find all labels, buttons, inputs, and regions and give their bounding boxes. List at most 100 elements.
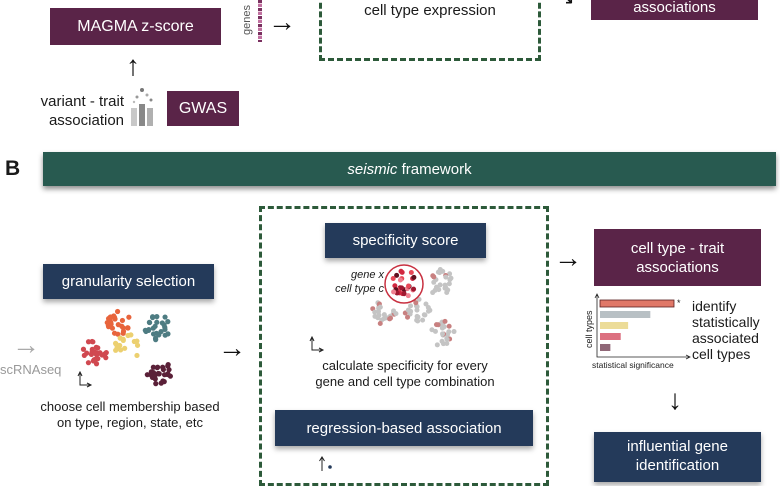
cluster-point-maroon [161,372,168,378]
regression-association-box: regression-based association [275,410,533,446]
cluster-point-red [88,351,95,358]
grey-cell-point [436,287,442,293]
cluster-point-maroon [167,373,173,379]
significance-bar [600,322,629,329]
cluster-point-teal [156,332,162,338]
cluster-point-teal [153,337,159,343]
panel-letter-b: B [5,157,21,180]
scrnaseq-arrow-icon: → [12,329,40,360]
grey-cell-point [405,314,411,320]
grey-cell-point [439,325,445,331]
celltype-c-label: cell type c [335,283,384,295]
cluster-point-orange [109,325,116,331]
grey-cell-point [387,316,393,322]
seismic-framework-banner: seismic framework [43,152,776,186]
identify-line-4: cell types [692,346,751,362]
granularity-selection-box: granularity selection [43,264,214,299]
cluster-point-orange [119,317,126,324]
grey-cell-point [372,309,378,315]
cluster-point-teal [142,327,148,333]
cluster-point-red [93,344,99,350]
influential-line2: identification [635,457,720,474]
bar-chart-axes [594,293,691,360]
identify-line-1: identify [692,298,737,314]
grey-cell-point [381,312,387,318]
variant-trait-label: variant - trait association [16,92,124,130]
grey-cell-point [446,281,452,287]
magma-zscore-box: MAGMA z-score [50,8,221,45]
expression-dashed-box [319,0,541,61]
cluster-point-teal [154,313,160,320]
grey-cell-point [405,307,411,313]
grey-cell-point [414,307,420,313]
highlight-cell-point [408,269,414,275]
grey-cell-point [391,308,397,314]
grey-cell-point [372,313,378,319]
grey-cell-point [446,329,452,335]
cluster-point-maroon [158,380,164,386]
cluster-point-teal [162,314,168,320]
specificity-score-box: specificity score [325,223,486,258]
grey-cell-point [435,322,441,328]
significance-bar [600,311,651,318]
grey-cell-point [447,271,453,277]
cluster-point-orange [114,308,121,315]
grey-cell-point [377,320,383,326]
significance-bar [599,299,675,308]
cluster-point-red [85,360,92,366]
granularity-caption-line1: choose cell membership based [40,399,220,414]
highlight-cell-point [399,285,405,291]
grey-cell-point [437,282,443,288]
influential-line1: influential gene [627,438,728,455]
scrnaseq-label: scRNAseq [0,362,62,377]
granularity-clusters [77,308,173,388]
grey-cell-point [430,290,436,296]
trait-box-line1: cell type - trait [630,239,725,257]
bar-y-label: cell types [584,310,594,348]
significance-bar [600,344,611,351]
cluster-point-yellow [134,352,140,359]
grey-cell-point [430,273,436,279]
genes-heatmap-column [258,0,262,42]
cluster-point-teal [165,319,171,325]
grey-cell-point [451,329,457,335]
celltype-trait-associations-box: cell type - trait associations [594,229,761,286]
cluster-point-red [95,351,101,357]
arrow-right-to-framework-icon: → [218,332,246,363]
grey-cell-point [444,290,450,296]
grey-cell-point [414,313,420,319]
highlight-cell-point [411,286,417,292]
cluster-point-teal [146,319,153,325]
cluster-point-teal [159,320,165,326]
grey-cell-point [440,331,446,337]
grey-cell-point [444,341,450,347]
cluster-point-red [81,352,87,358]
grey-cell-point [427,307,433,313]
identify-text: identify statistically associated cell t… [692,298,760,362]
arrow-right-to-trait-icon: → [554,242,582,273]
gwas-icon [131,88,153,126]
cluster-point-red [90,339,96,345]
cluster-point-red [85,339,92,345]
specificity-caption-line1: calculate specificity for every [322,358,488,373]
cluster-point-maroon [165,363,171,369]
highlight-cell-point [399,269,405,275]
cluster-point-orange [115,331,121,337]
axes-icon [77,370,93,388]
axes-icon [309,335,325,353]
cluster-point-maroon [155,364,161,370]
gene-celltype-labels: gene x cell type c [300,268,384,296]
specificity-caption: calculate specificity for every gene and… [275,358,535,390]
genes-label: genes [240,5,253,35]
specificity-caption-line2: gene and cell type combination [315,374,495,389]
highlight-cell-point [391,289,397,295]
arrow-down-icon: ↓ [668,384,682,415]
cluster-point-yellow [117,347,124,353]
cluster-point-teal [152,323,158,329]
expression-text: cell type expression [364,2,496,19]
grey-cell-point [415,318,421,324]
cluster-point-orange [108,320,114,326]
highlight-cell-point [392,283,398,289]
grey-cell-point [442,318,448,324]
cluster-point-maroon [160,366,167,373]
